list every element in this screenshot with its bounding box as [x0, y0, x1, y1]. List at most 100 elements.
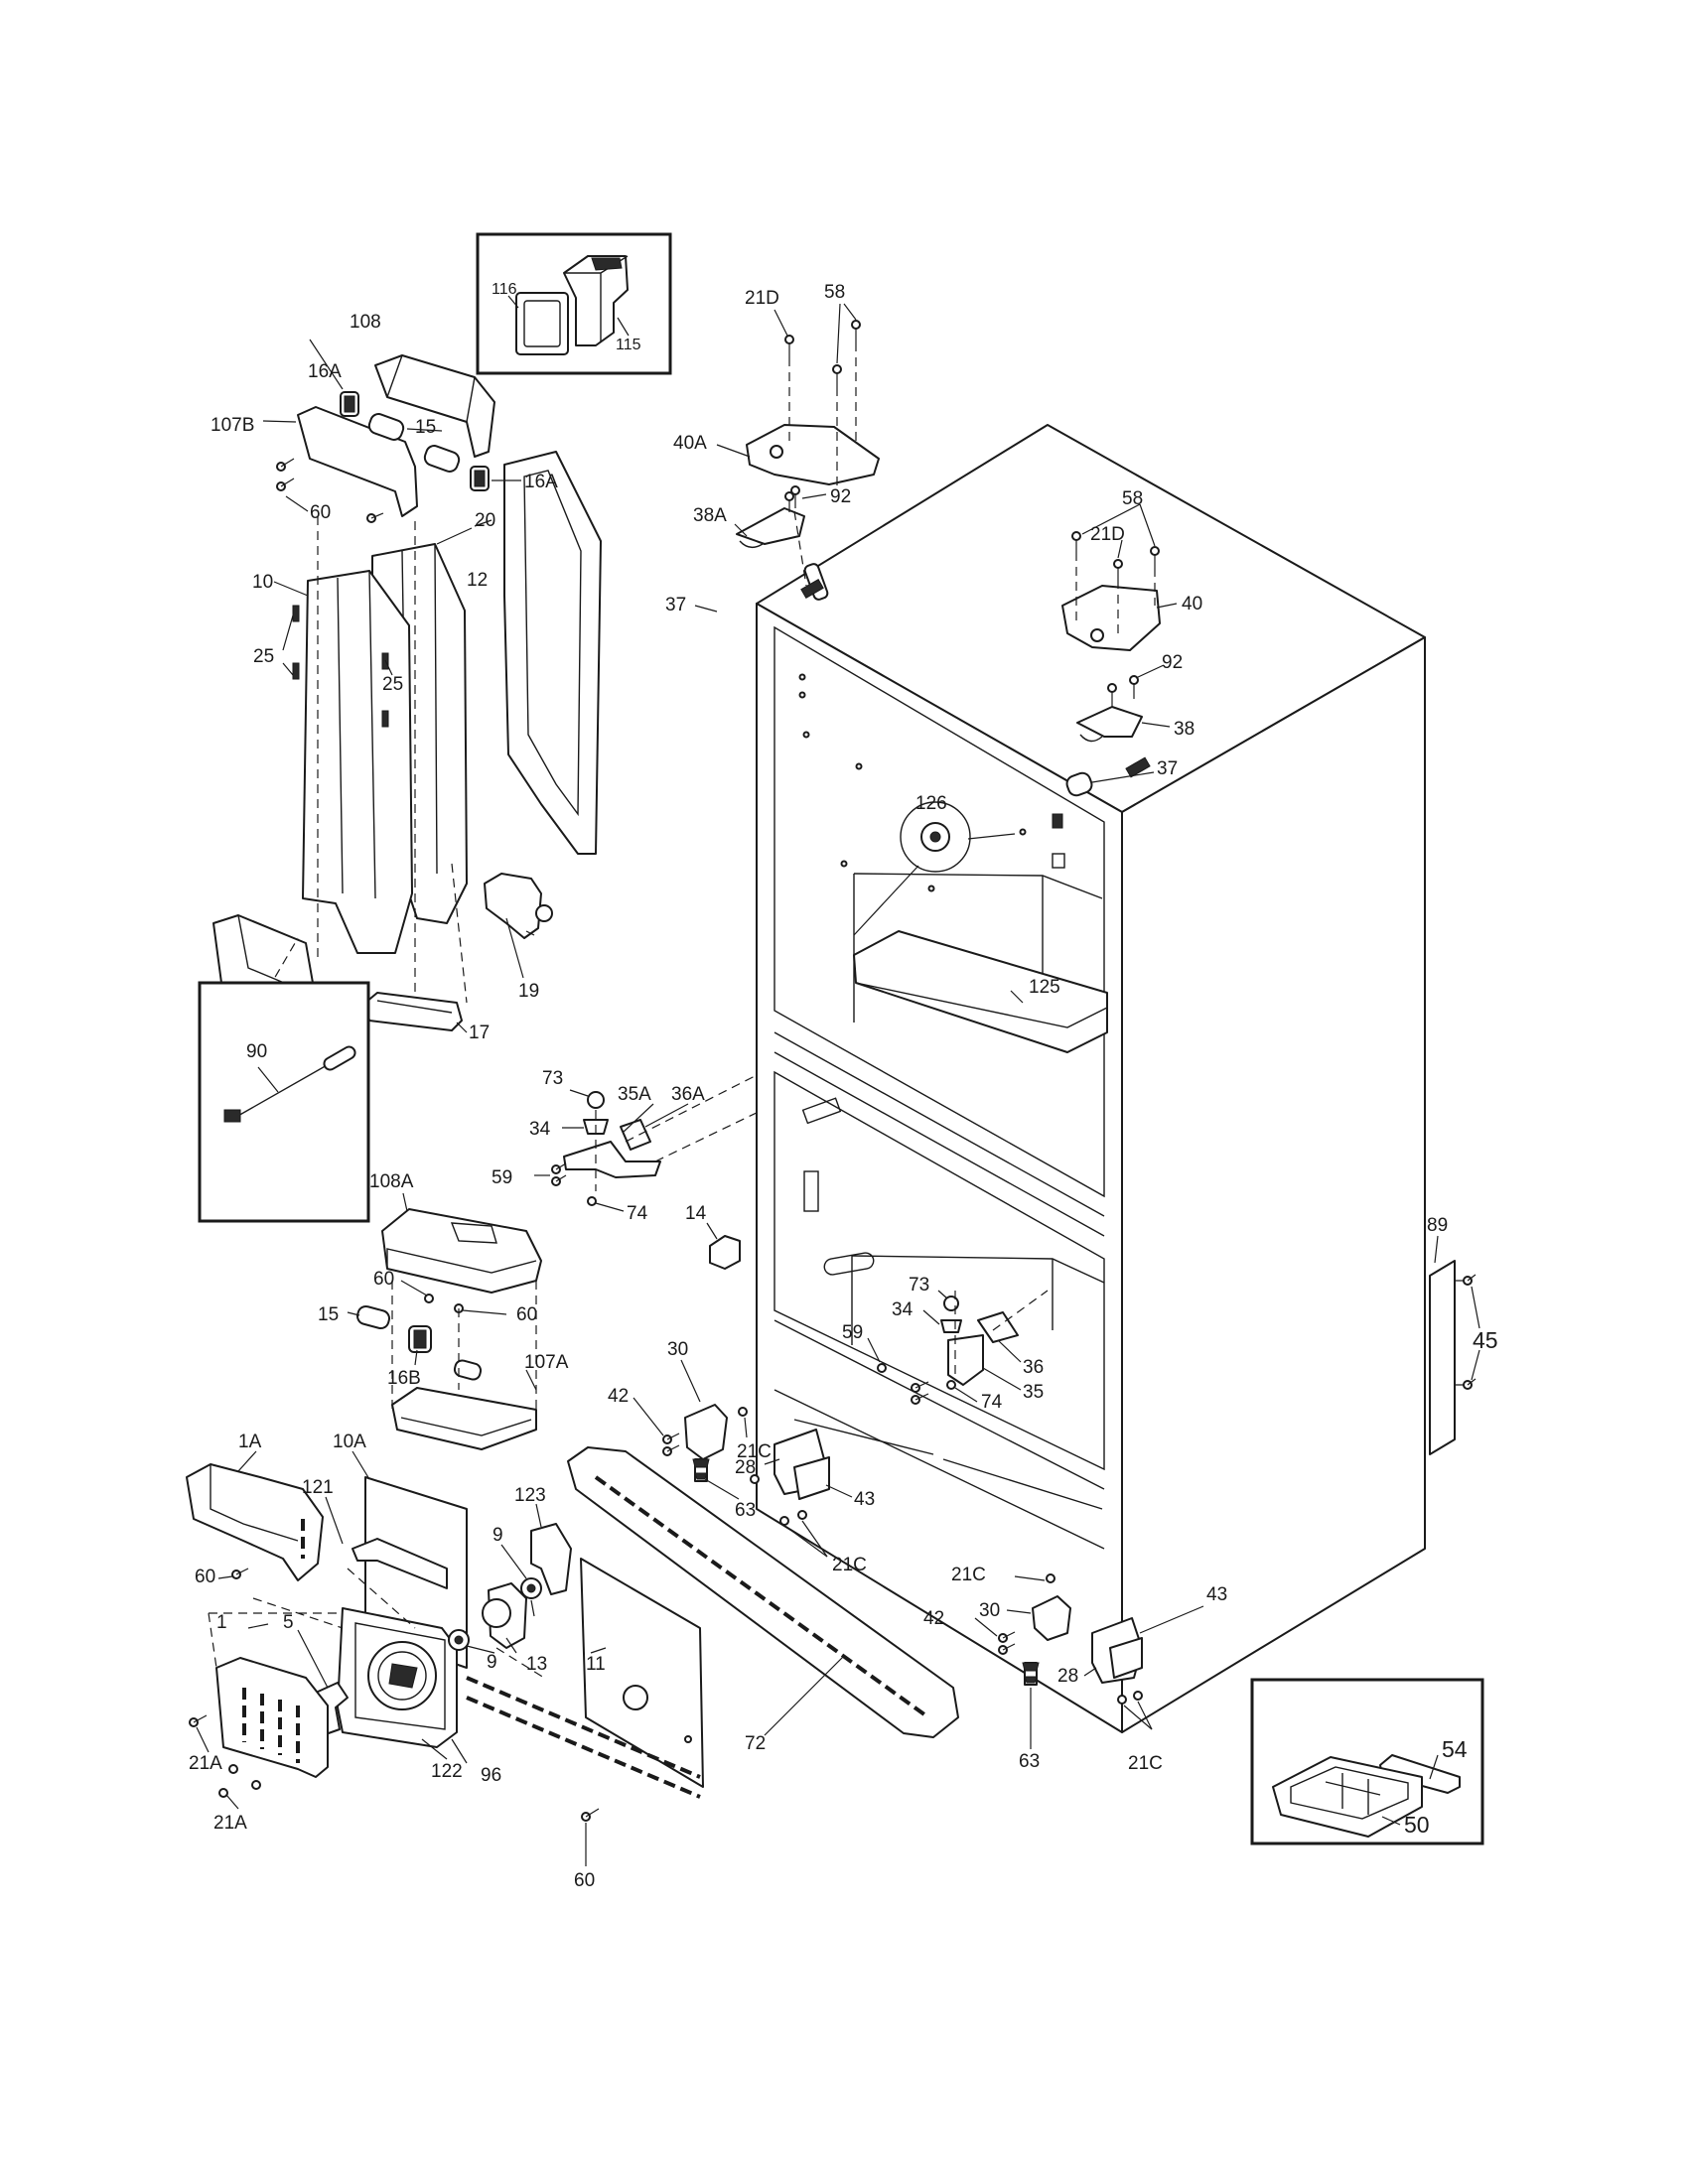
condenser-fan-assembly — [186, 1463, 704, 1822]
label-11: 11 — [586, 1654, 606, 1675]
label-21C-center: 21C — [737, 1441, 772, 1462]
label-15-upper: 15 — [415, 417, 436, 438]
part-30-center — [684, 1404, 728, 1460]
part-36A — [620, 1119, 651, 1151]
bottom-hinge-right — [998, 1573, 1143, 1705]
part-38 — [1076, 706, 1143, 738]
part-121 — [352, 1538, 448, 1589]
label-34-upper: 34 — [529, 1119, 551, 1140]
part-108 — [374, 354, 495, 458]
label-14: 14 — [685, 1203, 707, 1224]
bottom-hinge-center — [662, 1404, 830, 1526]
part-43-center — [793, 1456, 830, 1500]
part-107A — [391, 1387, 537, 1450]
part-73-upper — [587, 1091, 605, 1109]
label-36A: 36A — [671, 1084, 705, 1105]
inset-water-filter-housing: 116 115 — [476, 232, 672, 375]
part-108A — [381, 1208, 542, 1294]
label-21C-right-upper: 21C — [951, 1565, 986, 1585]
inset-bin: 54 50 — [1250, 1678, 1484, 1845]
label-9-lower: 9 — [487, 1652, 497, 1673]
label-17: 17 — [469, 1023, 490, 1043]
upper-hinge-assembly — [551, 1071, 764, 1206]
label-19: 19 — [518, 981, 539, 1002]
part-14 — [709, 1235, 741, 1270]
label-122: 122 — [431, 1761, 463, 1782]
part-43-right — [1109, 1637, 1143, 1679]
label-35A: 35A — [618, 1084, 651, 1105]
top-hinge-left — [736, 320, 880, 587]
label-123: 123 — [514, 1485, 546, 1506]
part-115-housing — [563, 255, 629, 346]
part-123 — [530, 1523, 572, 1595]
part-9-grommet-lower — [448, 1629, 470, 1651]
ice-bucket-assembly — [356, 1208, 542, 1450]
label-116: 116 — [492, 281, 517, 298]
label-34-lower: 34 — [892, 1299, 914, 1320]
lower-inner-hinge — [877, 1290, 1049, 1405]
label-126: 126 — [915, 793, 947, 814]
label-28-right: 28 — [1057, 1666, 1078, 1687]
cabinet-right-side — [1121, 636, 1426, 1733]
ice-chute-assembly — [212, 354, 602, 1033]
label-20: 20 — [475, 510, 495, 531]
label-42-center: 42 — [608, 1386, 629, 1407]
label-115: 115 — [616, 337, 641, 353]
label-25-right: 25 — [382, 674, 403, 695]
inset-thermistor: 90 — [198, 981, 370, 1223]
label-60-bottom: 60 — [574, 1870, 595, 1891]
label-40: 40 — [1182, 594, 1202, 614]
label-28-center: 28 — [735, 1457, 756, 1478]
label-10: 10 — [252, 572, 273, 593]
label-108A: 108A — [369, 1171, 414, 1192]
part-1A-duct — [186, 1463, 324, 1581]
label-21D-left: 21D — [745, 288, 779, 309]
label-30-center: 30 — [667, 1339, 688, 1360]
label-58-left: 58 — [824, 282, 845, 303]
label-25-left: 25 — [253, 646, 274, 667]
label-58-right: 58 — [1122, 488, 1143, 509]
label-38A: 38A — [693, 505, 727, 526]
label-15-lower: 15 — [318, 1304, 339, 1325]
label-60-lower-left: 60 — [195, 1567, 215, 1587]
part-40A — [746, 424, 880, 485]
label-60-mid-left: 60 — [373, 1269, 394, 1290]
part-1-grille — [215, 1657, 329, 1778]
label-5: 5 — [283, 1612, 294, 1633]
part-11-panel — [580, 1558, 704, 1788]
part-63-center — [692, 1458, 710, 1482]
label-16B: 16B — [387, 1368, 421, 1389]
label-90: 90 — [246, 1041, 267, 1062]
label-60-upper: 60 — [310, 502, 331, 523]
label-1A: 1A — [238, 1432, 262, 1452]
label-125: 125 — [1029, 977, 1060, 998]
label-42-right: 42 — [923, 1608, 944, 1629]
part-10-chute — [302, 570, 413, 954]
label-59-lower: 59 — [842, 1322, 863, 1343]
label-10A: 10A — [333, 1432, 366, 1452]
part-19 — [484, 873, 542, 939]
label-37-left: 37 — [665, 595, 686, 615]
label-74-lower: 74 — [981, 1392, 1003, 1413]
part-20-duct — [503, 451, 602, 855]
label-63-right: 63 — [1019, 1751, 1040, 1772]
label-89: 89 — [1427, 1215, 1448, 1236]
inset-frame-top — [476, 232, 672, 375]
label-73-upper: 73 — [542, 1068, 563, 1089]
label-40A: 40A — [673, 433, 707, 454]
label-107B: 107B — [211, 415, 254, 436]
part-50-bin — [1272, 1756, 1423, 1838]
part-73-lower — [943, 1296, 959, 1311]
label-63-center: 63 — [735, 1500, 756, 1521]
label-92-right: 92 — [1162, 652, 1183, 673]
label-72: 72 — [745, 1733, 766, 1754]
side-panel — [1429, 1260, 1477, 1455]
label-21D-right: 21D — [1090, 524, 1125, 545]
label-9-upper: 9 — [492, 1525, 503, 1546]
label-43-center: 43 — [854, 1489, 875, 1510]
label-92-left: 92 — [830, 486, 851, 507]
part-34-lower — [940, 1319, 962, 1333]
label-13: 13 — [526, 1654, 547, 1675]
top-hinge-right — [1061, 531, 1161, 743]
part-15-lower — [356, 1304, 390, 1330]
